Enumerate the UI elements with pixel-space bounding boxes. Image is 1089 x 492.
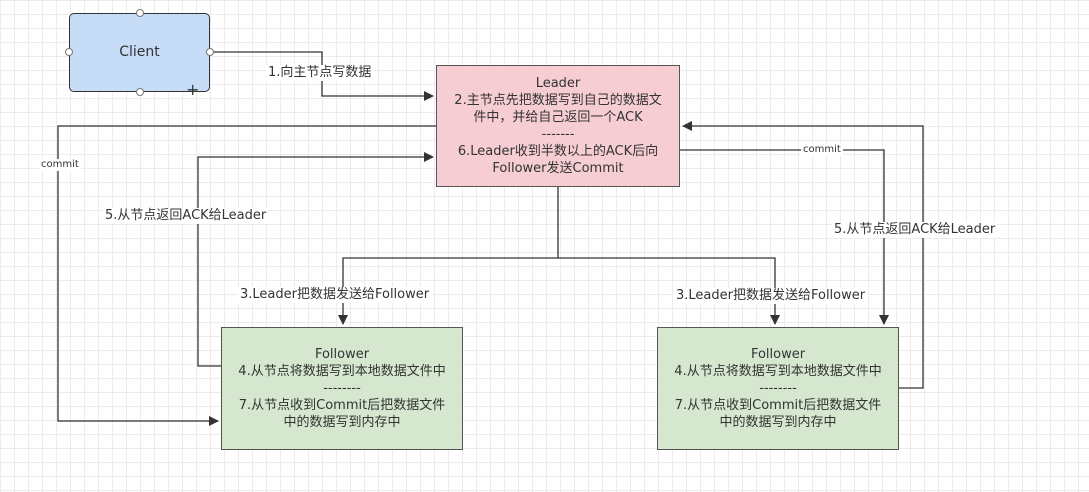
client-handle-right[interactable]	[206, 48, 214, 56]
crosshair-cursor-icon: +	[186, 80, 200, 99]
follower-left-line-3: 中的数据写到内存中	[283, 415, 401, 430]
leader-line-1: 2.主节点先把数据写到自己的数据文	[454, 93, 662, 108]
client-label: Client	[119, 44, 160, 60]
client-handle-top[interactable]	[136, 9, 144, 17]
follower-right-line-1: 4.从节点将数据写到本地数据文件中	[674, 364, 882, 379]
follower-node-left[interactable]: Follower 4.从节点将数据写到本地数据文件中 -------- 7.从节…	[221, 327, 463, 450]
leader-line-2: 件中，并给自己返回一个ACK	[473, 110, 643, 125]
edge-label-ack-right[interactable]: 5.从节点返回ACK给Leader	[832, 222, 998, 238]
edge-ack-left	[197, 152, 434, 367]
leader-node[interactable]: Leader 2.主节点先把数据写到自己的数据文 件中，并给自己返回一个ACK …	[436, 65, 680, 187]
follower-left-separator: --------	[323, 381, 361, 396]
edge-label-ack-left[interactable]: 5.从节点返回ACK给Leader	[103, 208, 269, 224]
follower-right-separator: --------	[759, 381, 797, 396]
follower-right-title: Follower	[750, 347, 806, 362]
follower-left-line-2: 7.从节点收到Commit后把数据文件	[238, 398, 446, 413]
client-handle-bottom[interactable]	[136, 88, 144, 96]
leader-line-3: 6.Leader收到半数以上的ACK后向	[457, 144, 659, 159]
edge-commit-left	[57, 125, 436, 426]
leader-line-4: Follower发送Commit	[492, 161, 624, 176]
follower-left-title: Follower	[314, 347, 370, 362]
edge-commit-right	[680, 149, 889, 325]
leader-title: Leader	[535, 76, 581, 91]
edge-label-commit-left[interactable]: commit	[39, 159, 81, 171]
follower-node-right[interactable]: Follower 4.从节点将数据写到本地数据文件中 -------- 7.从节…	[657, 327, 899, 450]
follower-right-line-2: 7.从节点收到Commit后把数据文件	[674, 398, 882, 413]
edge-label-replicate-left[interactable]: 3.Leader把数据发送给Follower	[238, 287, 432, 303]
edge-label-replicate-right[interactable]: 3.Leader把数据发送给Follower	[674, 288, 868, 304]
client-handle-left[interactable]	[65, 48, 73, 56]
leader-separator: -------	[541, 127, 575, 142]
follower-left-line-1: 4.从节点将数据写到本地数据文件中	[238, 364, 446, 379]
edge-label-commit-right[interactable]: commit	[801, 144, 843, 156]
edge-label-client-to-leader[interactable]: 1.向主节点写数据	[266, 65, 374, 81]
follower-right-line-3: 中的数据写到内存中	[719, 415, 837, 430]
edge-ack-right	[682, 121, 924, 389]
